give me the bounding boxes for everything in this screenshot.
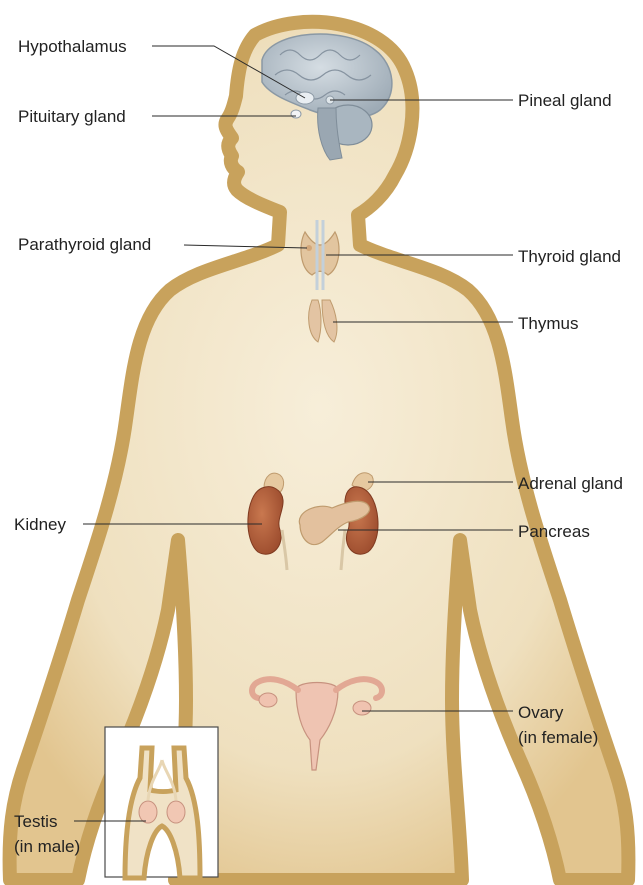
label-hypothalamus: Hypothalamus (18, 37, 127, 56)
label-adrenal-gland: Adrenal gland (518, 474, 623, 493)
label-kidney: Kidney (14, 515, 66, 534)
label-ovary-note: (in female) (518, 728, 598, 747)
label-testis: Testis (14, 812, 57, 831)
label-thyroid-gland: Thyroid gland (518, 247, 621, 266)
label-thymus: Thymus (518, 314, 578, 333)
pituitary-organ (291, 110, 301, 118)
label-parathyroid-gland: Parathyroid gland (18, 235, 151, 254)
right-ovary-organ (353, 701, 371, 715)
label-ovary: Ovary (518, 703, 564, 722)
left-ovary-organ (259, 693, 277, 707)
label-pituitary-gland: Pituitary gland (18, 107, 126, 126)
left-kidney-organ (248, 487, 283, 554)
label-testis-note: (in male) (14, 837, 80, 856)
label-pancreas: Pancreas (518, 522, 590, 541)
label-pineal-gland: Pineal gland (518, 91, 612, 110)
